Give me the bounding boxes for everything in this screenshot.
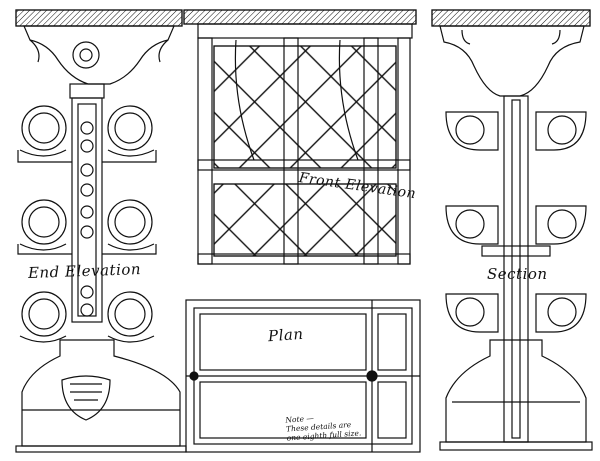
ring-pair-middle [17,199,157,255]
plan-label: Plan [267,324,305,346]
section-base [439,339,593,451]
front-elevation-drawing [183,9,417,265]
section-rings-lower [445,293,587,333]
scale-note: Note — These details are one eighth full… [285,410,361,443]
plan-drawing [185,299,421,453]
section-drawing [431,9,593,451]
ring-pair-upper [17,105,157,163]
end-elevation-drawing [15,9,187,453]
section-rings-middle [445,205,587,257]
section-label: Section [487,265,548,283]
section-rings-upper [445,111,587,151]
ring-pair-lower [19,291,155,343]
lattice-panel-upper [213,45,397,169]
end-elevation-base [15,339,187,453]
post-ornament-stack [80,121,94,317]
rosette-ornament [72,41,100,69]
